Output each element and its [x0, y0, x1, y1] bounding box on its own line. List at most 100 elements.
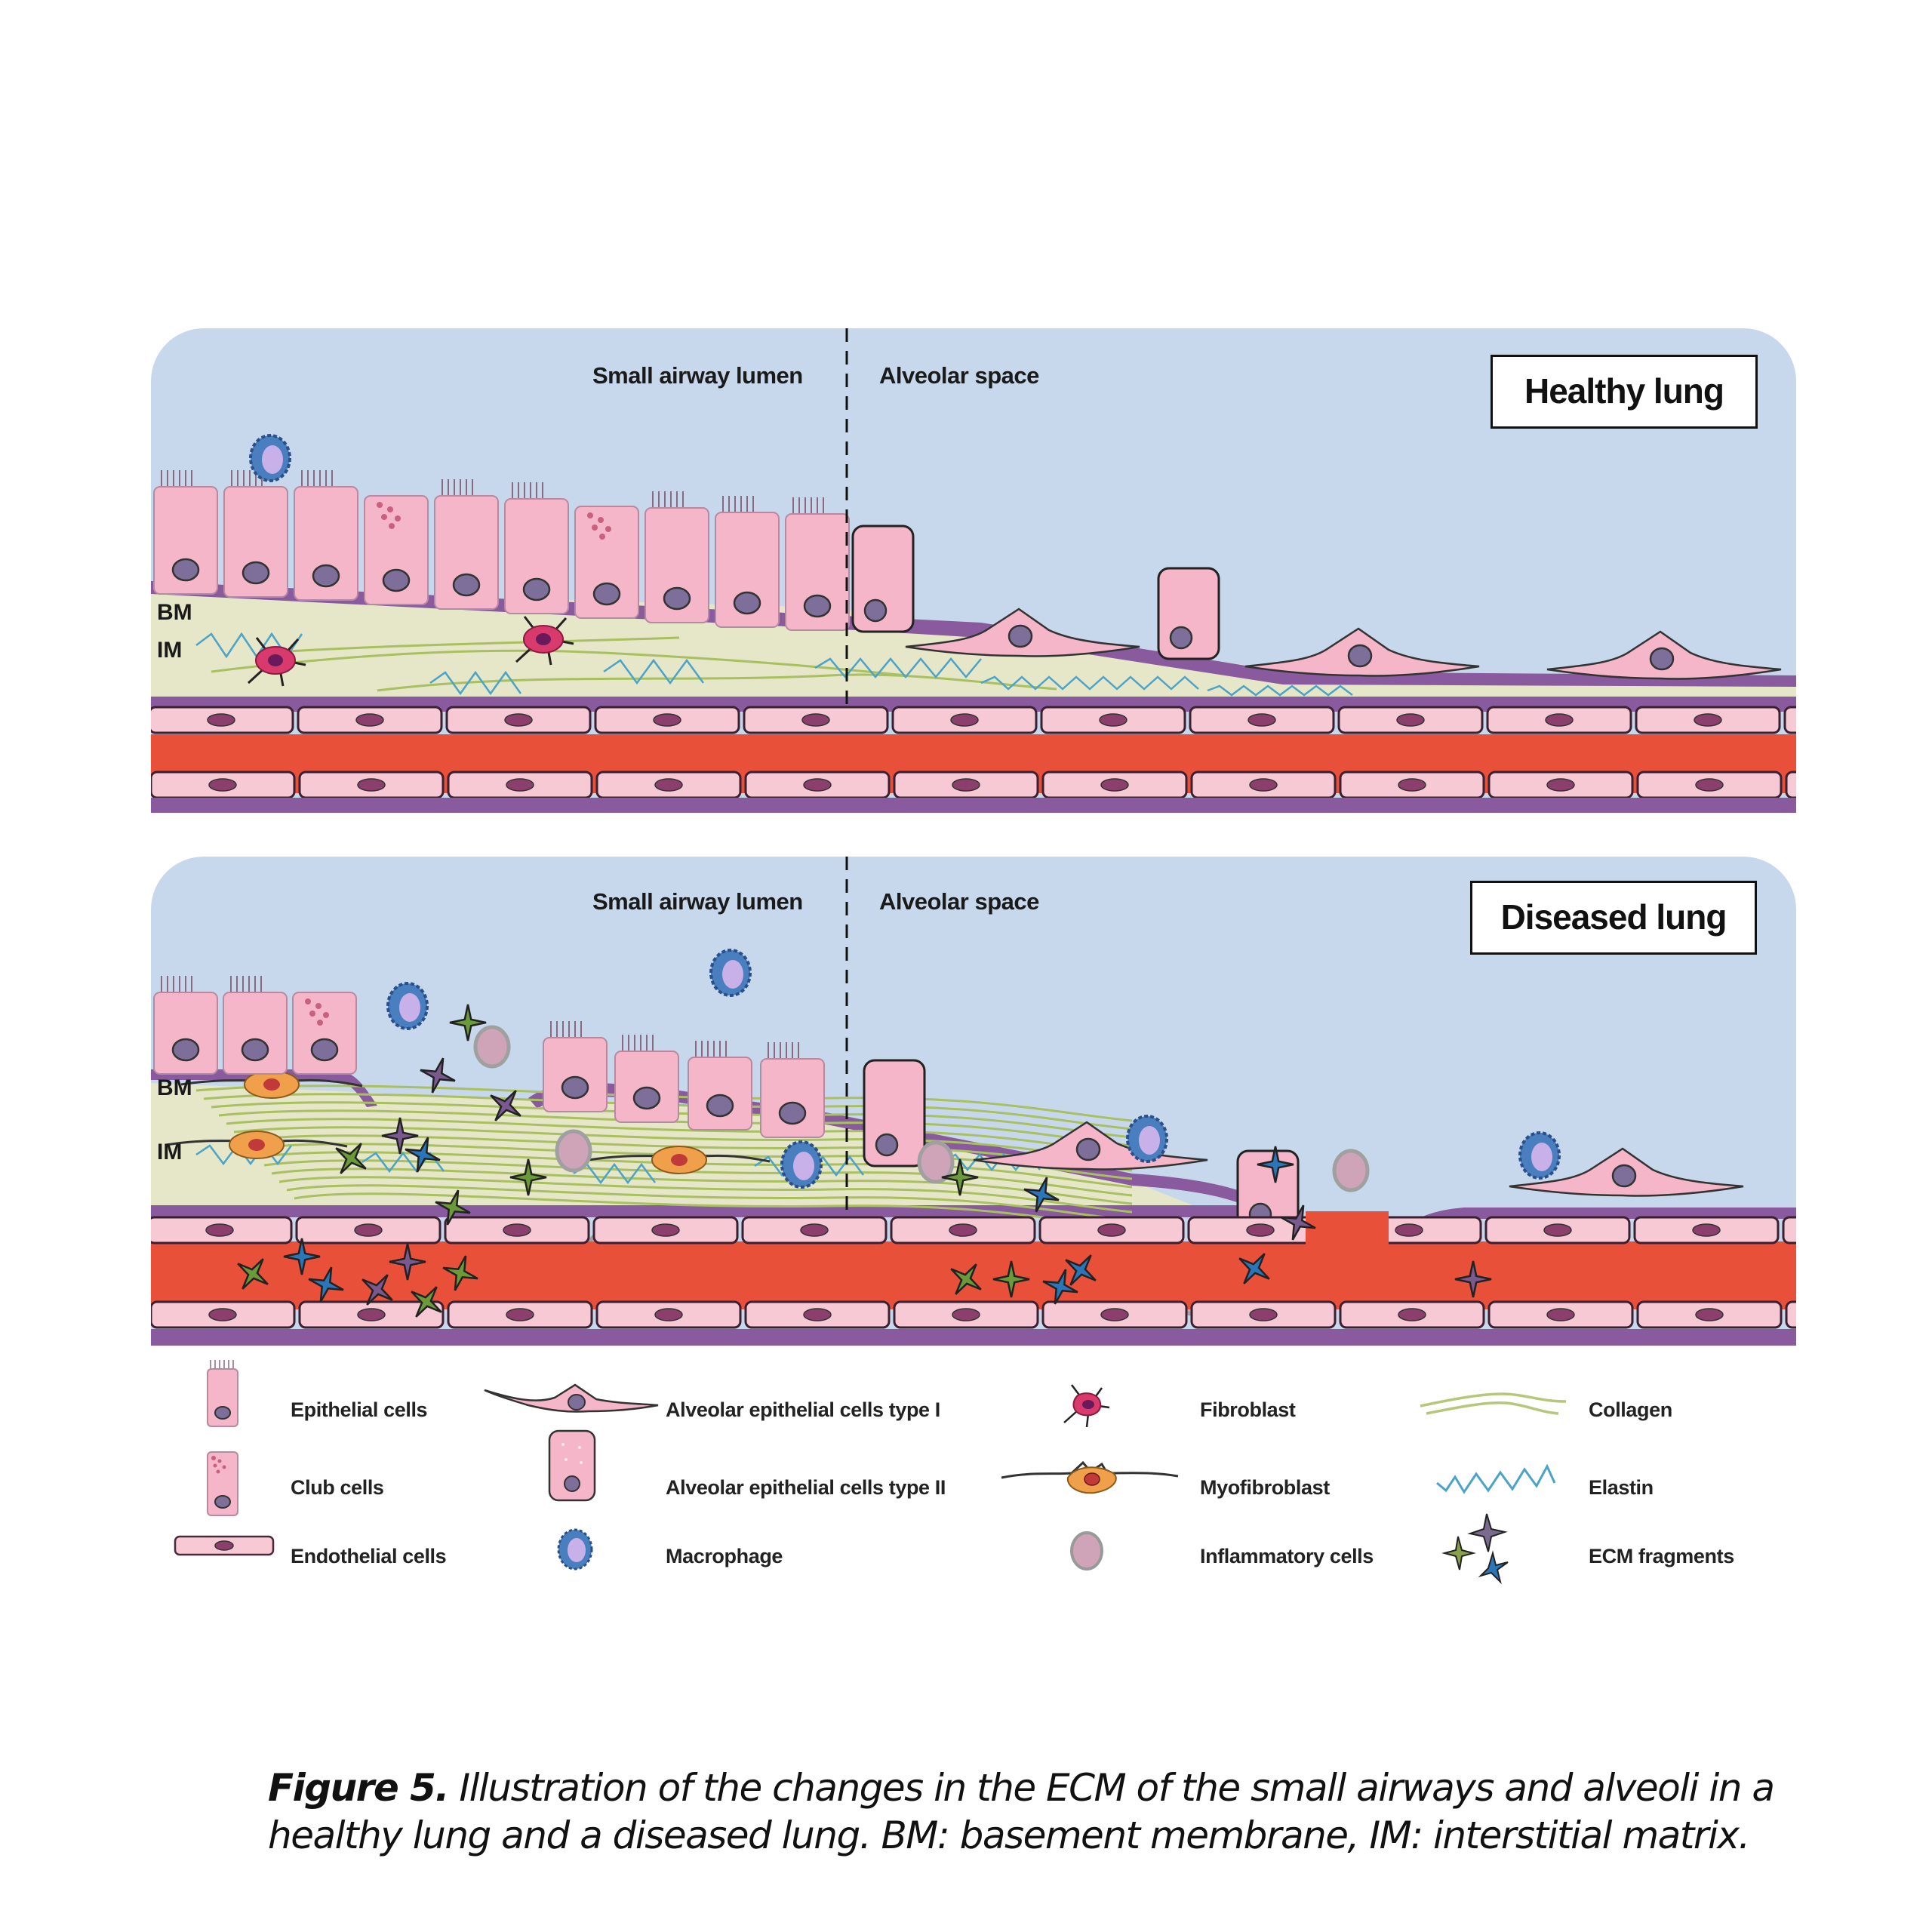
endothelial-nucleus: [1099, 713, 1128, 727]
caption-label: Figure 5.: [268, 1766, 449, 1810]
endothelial-nucleus: [208, 778, 237, 792]
nucleus: [382, 568, 411, 592]
endothelial-nucleus: [654, 778, 683, 792]
endothelial-row: [151, 706, 1796, 734]
macrophage-nucleus: [262, 445, 283, 474]
cilia: [441, 479, 473, 496]
macrophage: [249, 434, 291, 482]
endothelial-nucleus: [952, 1308, 980, 1321]
alveolar-type-1-cell: [905, 608, 1140, 657]
nucleus: [592, 582, 621, 606]
epithelial-cell: [688, 1041, 752, 1131]
epithelial-cell: [614, 1035, 679, 1123]
alveolar-type-2-cell: [1157, 567, 1220, 660]
endothelial-nucleus: [801, 713, 830, 727]
fibroblast-processes: [247, 637, 306, 687]
inflammatory-cell: [917, 1140, 955, 1184]
elastin-fiber: [814, 657, 982, 678]
nucleus: [1347, 644, 1373, 668]
cilia: [622, 1035, 654, 1051]
nucleus: [875, 1133, 899, 1157]
nucleus: [1611, 1164, 1637, 1188]
endothelial-nucleus: [950, 713, 979, 727]
cell-body: [223, 992, 288, 1075]
nucleus: [803, 594, 832, 618]
endothelial-nucleus: [803, 1308, 832, 1321]
collagen-fiber: [377, 673, 1057, 692]
epithelial-cell: [294, 470, 358, 601]
collagen-fiber: [211, 1101, 1133, 1139]
macrophage: [1126, 1115, 1168, 1163]
collagen-fiber: [263, 636, 680, 654]
ecm-fragment: [442, 1255, 478, 1291]
alveolar-type-2-cell: [863, 1059, 926, 1168]
healthy-lung-panel: Small airway lumen Alveolar space Health…: [151, 328, 1796, 813]
endothelial-cell: [1783, 706, 1796, 734]
ecm-fragment: [1042, 1269, 1078, 1305]
cell-body: [574, 506, 639, 619]
myofibroblast: [180, 1070, 363, 1099]
legend-label-epithelial: Epithelial cells: [291, 1398, 428, 1421]
endothelial-nucleus: [1097, 1223, 1126, 1237]
granule: [592, 525, 598, 531]
ecm-fragment: [1280, 1204, 1316, 1241]
ecm-fragment: [411, 1286, 442, 1318]
vessel-wall: [151, 798, 1796, 813]
cell-body: [223, 486, 288, 598]
endothelial-nucleus: [1395, 1223, 1423, 1237]
endothelial-cell: [1785, 1300, 1796, 1329]
cell-body: [760, 1058, 825, 1138]
epithelial-cell: [153, 976, 218, 1075]
diseased-lung-panel: Small airway lumen Alveolar space Diseas…: [151, 857, 1796, 1346]
endothelial-nucleus: [1695, 778, 1724, 792]
ecm-fragment: [435, 1189, 471, 1226]
inflammatory-cell: [1332, 1149, 1370, 1192]
legend-label-inflammatory: Inflammatory cells: [1200, 1545, 1374, 1567]
im-label: IM: [157, 638, 183, 663]
endothelial-row: [151, 1300, 1796, 1329]
granule: [599, 534, 605, 540]
endothelial-nucleus: [800, 1223, 829, 1237]
ecm-fragment: [509, 1158, 547, 1196]
macrophage: [780, 1140, 823, 1189]
macrophage-nucleus: [1139, 1126, 1160, 1155]
granule: [389, 523, 395, 529]
cell-body: [434, 495, 499, 610]
endothelial-nucleus: [1543, 1223, 1572, 1237]
nucleus: [241, 1038, 269, 1062]
epithelial-cell: [504, 482, 569, 614]
vessel-wall: [151, 1329, 1796, 1346]
cilia: [512, 482, 543, 499]
nucleus: [733, 591, 761, 615]
epithelial-cell-icon: [207, 1360, 238, 1427]
endothelial-cell: [1785, 771, 1796, 799]
legend-label-ecm-fragments: ECM fragments: [1589, 1545, 1734, 1567]
granule: [317, 1020, 323, 1026]
nucleus: [522, 577, 551, 601]
endothelial-row: [151, 771, 1796, 799]
endothelial-nucleus: [208, 1308, 237, 1321]
macrophage-nucleus: [722, 960, 743, 989]
cilia: [652, 491, 684, 508]
myofibroblast: [165, 1131, 348, 1159]
alveolar-type-1-icon: [484, 1383, 659, 1413]
endothelial-nucleus: [506, 1308, 534, 1321]
nucleus: [171, 1038, 200, 1062]
endothelial-nucleus: [1249, 1308, 1278, 1321]
myofibroblast-icon: [1001, 1460, 1179, 1494]
cilia: [722, 496, 754, 512]
endothelial-nucleus: [357, 778, 386, 792]
ecm-fragment: [490, 1090, 521, 1121]
endothelial-nucleus: [1546, 1308, 1575, 1321]
fibroblast-icon: [1063, 1384, 1110, 1428]
endothelial-nucleus: [1694, 713, 1722, 727]
endothelial-nucleus: [1692, 1223, 1721, 1237]
elastin-icon: [1436, 1463, 1556, 1494]
diseased-lung-illustration: [151, 857, 1796, 1346]
cell-body: [294, 486, 358, 601]
club-cell: [292, 992, 357, 1075]
elastin-fiber: [603, 658, 705, 685]
ecm-fragment: [992, 1260, 1030, 1298]
alveolar-type-1-cell: [1546, 630, 1782, 680]
cilia: [550, 1021, 582, 1038]
